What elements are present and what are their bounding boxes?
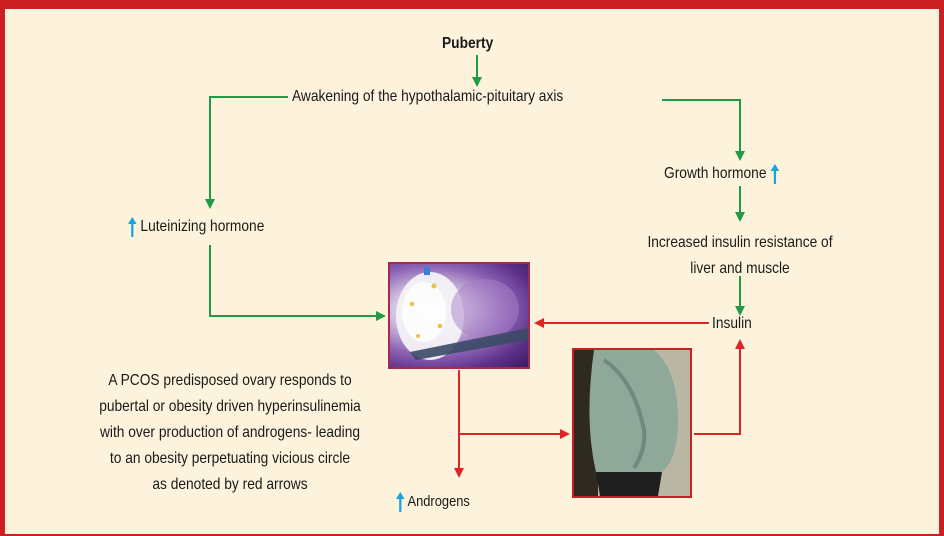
- luteinizing-hormone-label: Luteinizing hormone: [140, 218, 264, 235]
- obese-figure-illustration: [574, 350, 690, 496]
- up-arrow-icon: [770, 164, 779, 184]
- caption-line: with over production of androgens- leadi…: [41, 420, 419, 446]
- caption-line: as denoted by red arrows: [41, 472, 419, 498]
- caption-line: to an obesity perpetuating vicious circl…: [41, 446, 419, 472]
- node-puberty: Puberty: [442, 34, 493, 54]
- arrow-lh-to-ovary: [210, 245, 384, 316]
- insulin-resistance-line1: Increased insulin resistance of: [594, 230, 886, 256]
- caption-text: A PCOS predisposed ovary responds to pub…: [41, 368, 419, 498]
- growth-hormone-label: Growth hormone: [664, 165, 766, 182]
- arrow-awakening-to-lh: [210, 97, 288, 207]
- up-arrow-icon: [128, 217, 137, 237]
- node-insulin-resistance: Increased insulin resistance of liver an…: [594, 230, 886, 282]
- arrow-awakening-to-growth-hormone: [662, 100, 740, 159]
- ovary-illustration: [390, 264, 528, 367]
- obese-person-image: [572, 348, 692, 498]
- node-awakening: Awakening of the hypothalamic-pituitary …: [292, 87, 563, 107]
- caption-line: pubertal or obesity driven hyperinsuline…: [41, 394, 419, 420]
- caption-line: A PCOS predisposed ovary responds to: [41, 368, 419, 394]
- insulin-resistance-line2: liver and muscle: [594, 256, 886, 282]
- node-growth-hormone: Growth hormone: [664, 164, 779, 184]
- node-insulin: Insulin: [712, 314, 752, 334]
- node-luteinizing-hormone: Luteinizing hormone: [128, 217, 264, 237]
- arrow-obesity-to-insulin: [694, 341, 740, 434]
- ovary-laparoscopy-image: [388, 262, 530, 369]
